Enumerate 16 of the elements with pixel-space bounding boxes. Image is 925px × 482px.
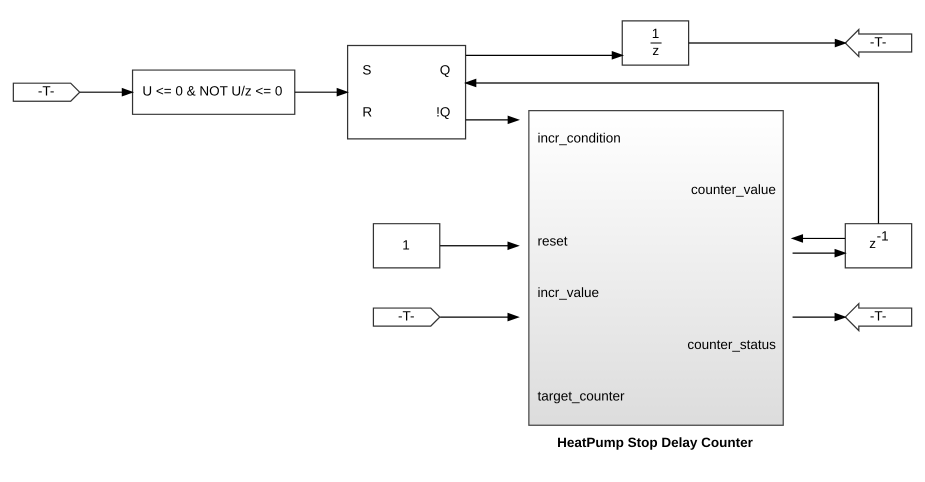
node-box: U <= 0 & NOT U/z <= 0 xyxy=(132,68,296,114)
arrow xyxy=(790,234,846,242)
arrow xyxy=(440,312,520,321)
arrow xyxy=(466,50,624,60)
node-box: 1 xyxy=(372,222,440,268)
node-label: HeatPump Stop Delay Counter xyxy=(557,434,753,450)
arrow xyxy=(466,115,520,124)
arrow xyxy=(688,38,848,47)
node-box: S Q R !Q xyxy=(346,44,466,139)
arrow xyxy=(80,87,134,96)
arrow xyxy=(294,87,349,96)
node-box: 1 z xyxy=(622,20,690,66)
arrow xyxy=(464,78,880,223)
arrow xyxy=(792,312,847,321)
arrow xyxy=(440,241,520,250)
arrow xyxy=(792,248,847,257)
